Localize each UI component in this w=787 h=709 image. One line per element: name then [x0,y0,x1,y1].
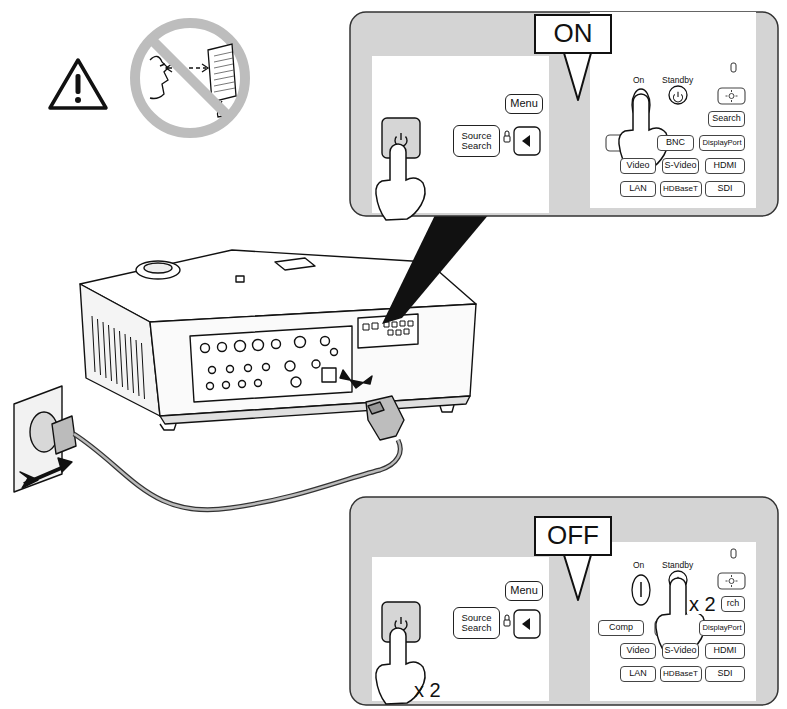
button-label: DisplayPort [702,624,741,632]
button-label: LAN [629,669,647,678]
button-label: S-Video [665,646,697,655]
button-label: HDMI [714,161,737,170]
press-count: x 2 [687,594,718,614]
warning-symbol [50,60,106,108]
button-label: BNC [666,138,685,147]
button-label: Menu [510,585,538,597]
button-label: Video [627,646,650,655]
button-caption: On [633,561,644,570]
button-label: HDBaseT [663,185,698,193]
button-label: OFF [547,522,599,549]
remote-button: LAN [620,666,656,682]
remote-button: S-Video [662,643,699,659]
press-count: x 2 [414,680,441,700]
callout-box: OFF [534,516,612,556]
remote-button: LAN [620,181,656,197]
button-label: HDMI [714,646,737,655]
remote-button: HDMI [705,643,745,659]
panel-button: Menu [505,94,543,114]
off-panel [350,497,778,705]
button-caption: Standby [662,76,693,85]
panel-button: Menu [505,581,543,601]
button-label: SDI [717,184,732,193]
button-label: S-Video [665,161,697,170]
button-label: rch [727,599,740,608]
button-caption: Standby [662,561,693,570]
button-label: Menu [510,98,538,110]
button-label: Video [627,161,650,170]
remote-button: BNC [657,135,694,151]
prohibition-sign [135,23,245,133]
button-label: LAN [629,184,647,193]
remote-button: Video [620,643,656,659]
remote-button: HDMI [705,158,745,174]
remote-button: DisplayPort [699,135,745,151]
remote-button: DisplayPort [699,620,745,636]
zoom-wedge [382,213,490,324]
button-label: SDI [717,669,732,678]
remote-button: Search [708,111,745,127]
panel-button: Source Search [453,125,500,157]
remote-button: SDI [705,666,745,682]
callout-box: ON [534,14,612,54]
button-label: Comp [609,623,633,632]
remote-button: S-Video [662,158,699,174]
button-label: DisplayPort [702,139,741,147]
remote-button: HDBaseT [660,666,702,682]
remote-button: Comp [598,620,644,636]
on-panel [350,12,778,220]
panel-button: Source Search [453,607,500,639]
remote-button: HDBaseT [660,181,702,197]
button-label: Search [712,114,741,123]
button-caption: On [633,76,644,85]
button-label: ON [554,20,593,47]
power-cord [14,370,404,510]
button-label: Source Search [454,613,499,633]
button-label: Source Search [454,131,499,151]
remote-button: SDI [705,181,745,197]
remote-button: rch [721,596,745,612]
remote-button: Video [620,158,656,174]
button-label: HDBaseT [663,670,698,678]
